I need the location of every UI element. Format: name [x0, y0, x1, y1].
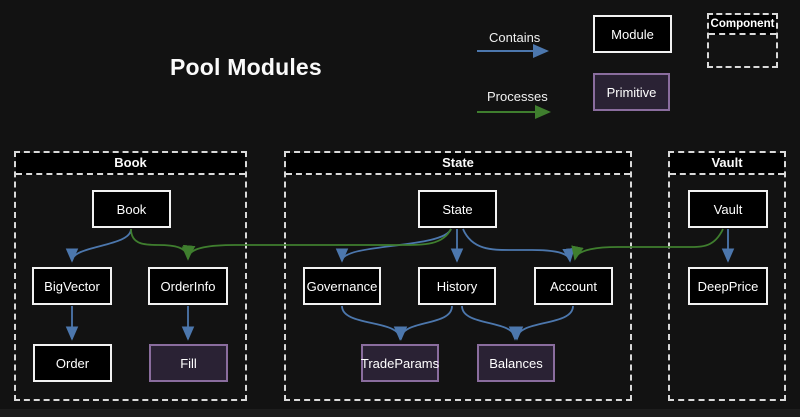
node-balances-label: Balances — [489, 356, 542, 371]
node-account: Account — [534, 267, 613, 305]
node-order-label: Order — [56, 356, 89, 371]
node-governance: Governance — [303, 267, 381, 305]
node-vault: Vault — [688, 190, 768, 228]
node-orderinfo: OrderInfo — [148, 267, 228, 305]
edge-book-bigvector — [72, 229, 131, 261]
node-deepprice: DeepPrice — [688, 267, 768, 305]
edge-governance-tradeparams — [342, 306, 400, 339]
node-orderinfo-label: OrderInfo — [161, 279, 216, 294]
node-order: Order — [33, 344, 112, 382]
node-state: State — [418, 190, 497, 228]
node-state-label: State — [442, 202, 472, 217]
edge-account-balances — [517, 306, 573, 339]
node-balances: Balances — [477, 344, 555, 382]
node-book: Book — [92, 190, 171, 228]
edge-state-account — [463, 229, 570, 261]
node-fill: Fill — [149, 344, 228, 382]
edge-history-balances — [462, 306, 515, 339]
node-book-label: Book — [117, 202, 147, 217]
node-tradeparams: TradeParams — [361, 344, 439, 382]
node-account-label: Account — [550, 279, 597, 294]
edge-book-orderinfo — [131, 229, 188, 259]
edge-vault-account — [575, 229, 723, 259]
node-bigvector: BigVector — [32, 267, 112, 305]
node-deepprice-label: DeepPrice — [698, 279, 759, 294]
node-history: History — [418, 267, 496, 305]
node-bigvector-label: BigVector — [44, 279, 100, 294]
edge-history-tradeparams — [401, 306, 452, 339]
node-tradeparams-label: TradeParams — [361, 356, 439, 371]
node-history-label: History — [437, 279, 477, 294]
node-fill-label: Fill — [180, 356, 197, 371]
node-governance-label: Governance — [307, 279, 378, 294]
node-vault-label: Vault — [714, 202, 743, 217]
